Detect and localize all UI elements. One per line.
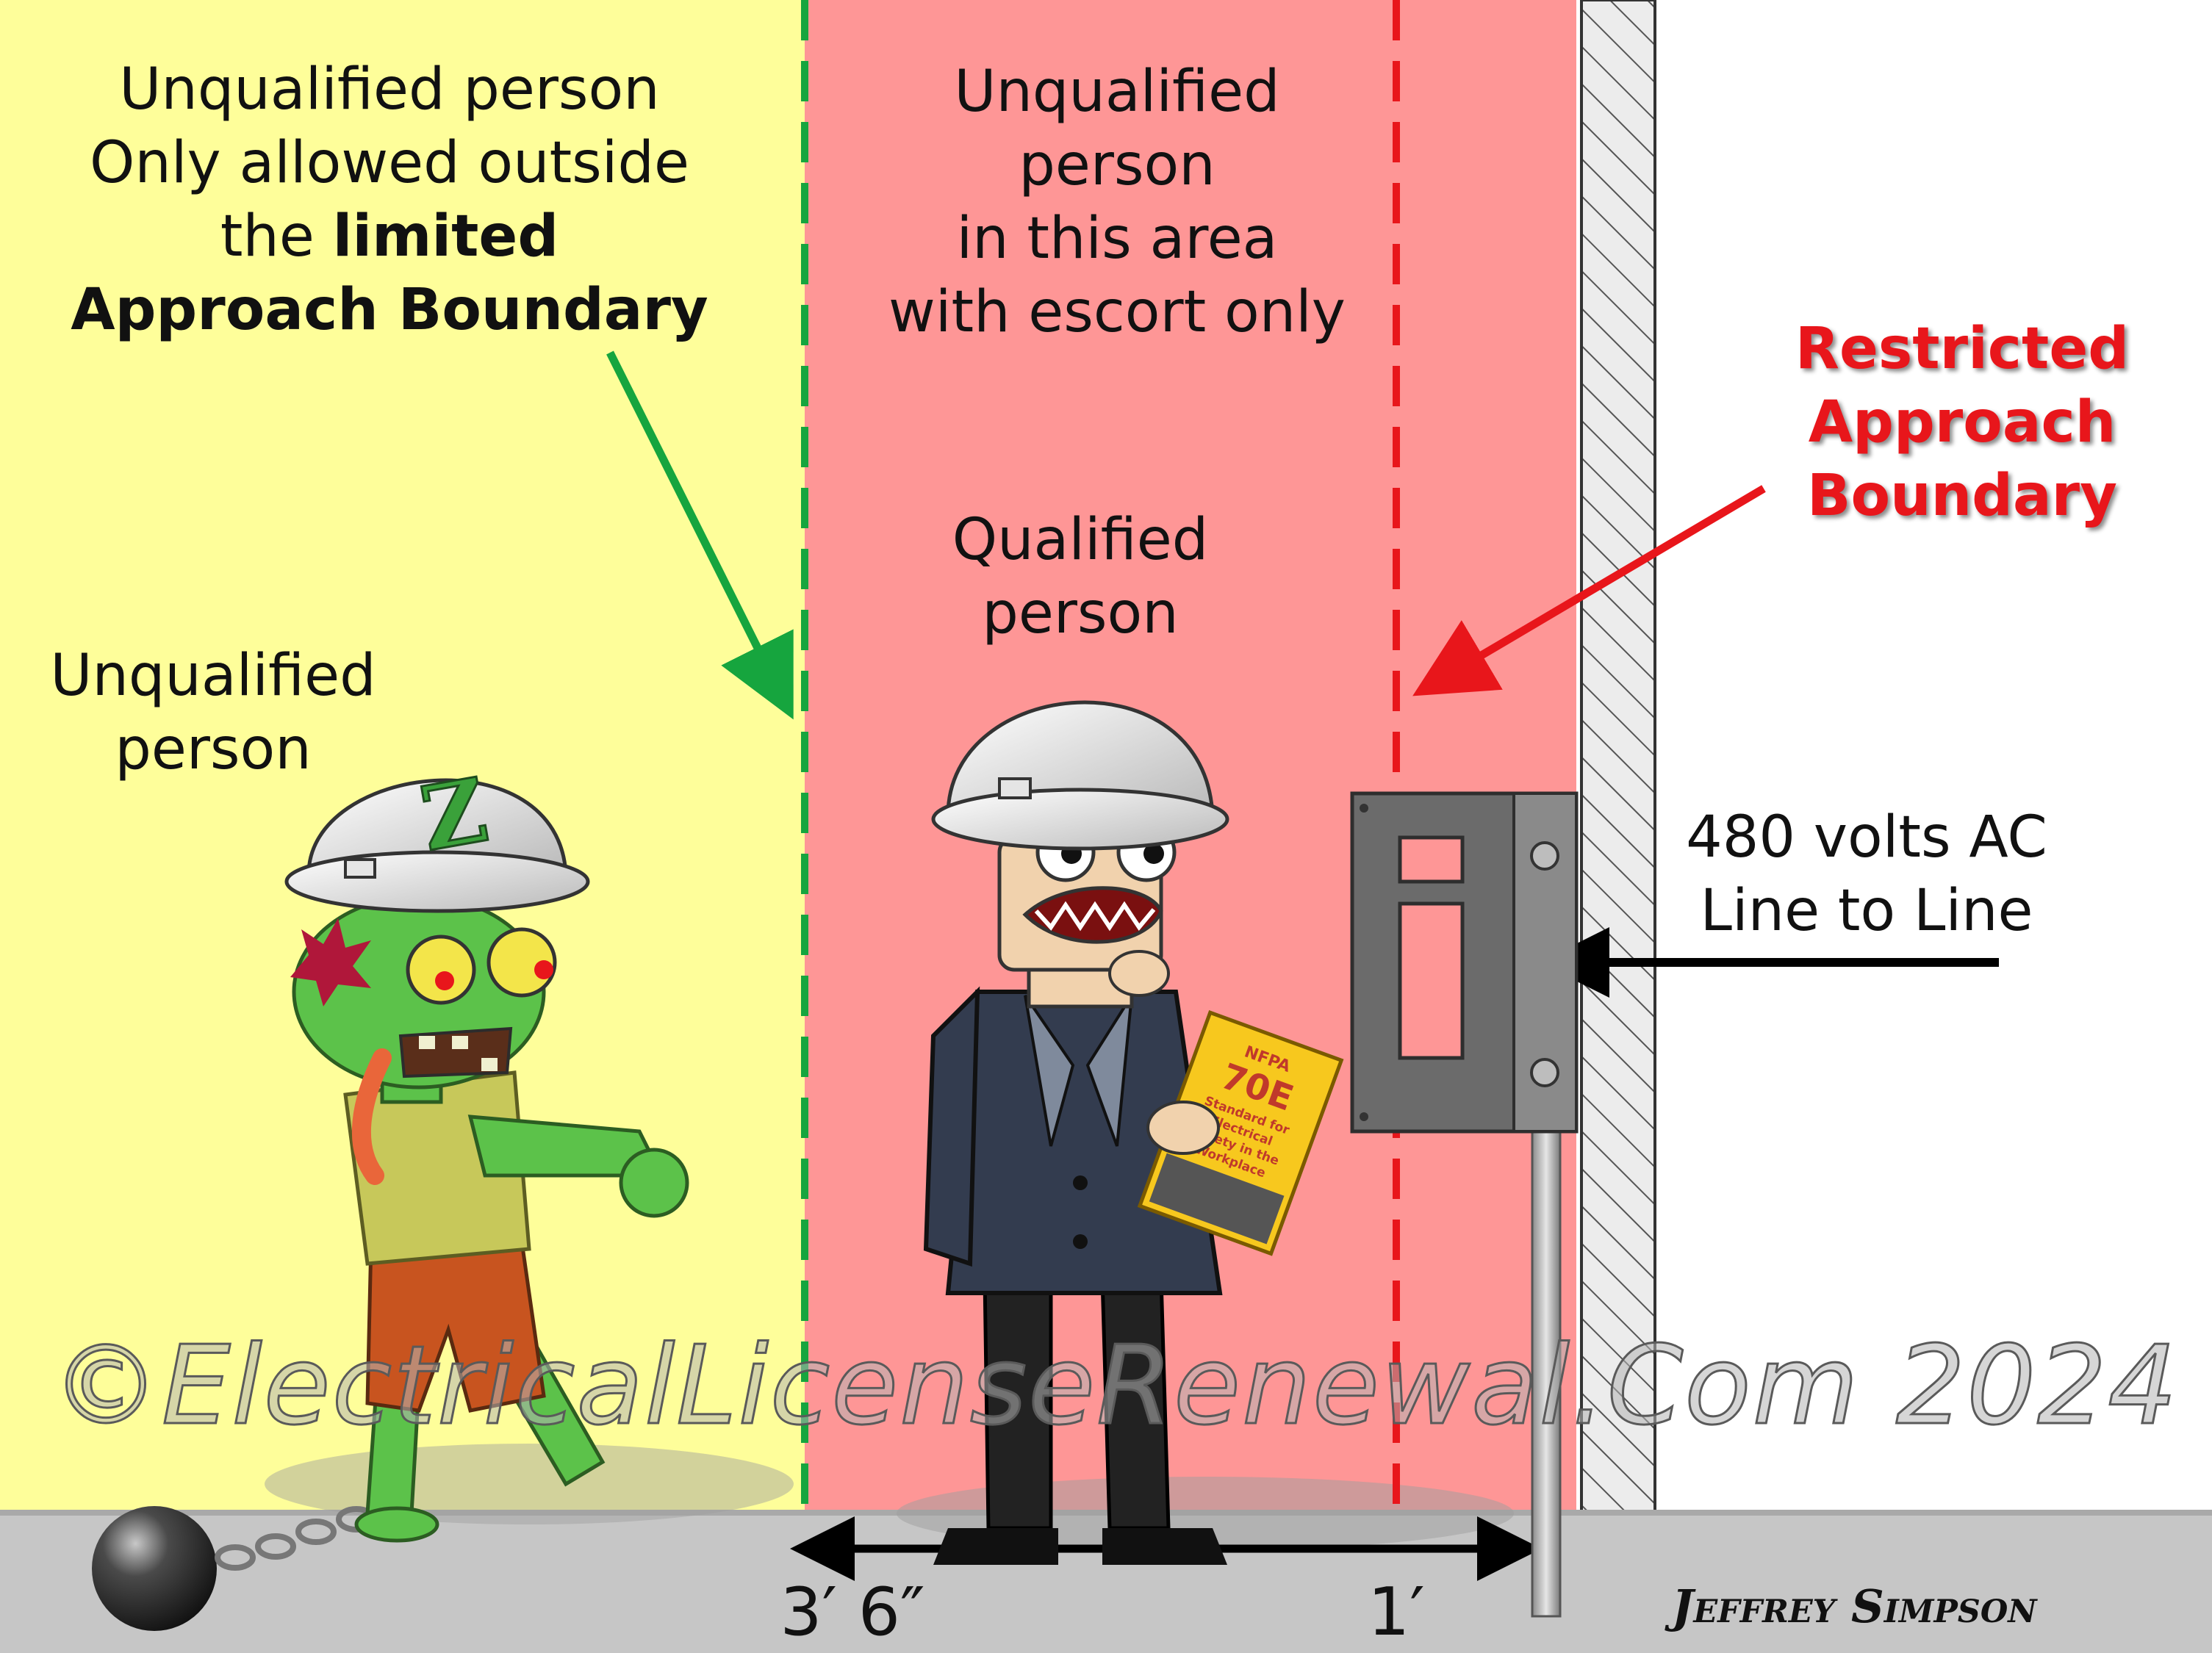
limited-boundary-arrow — [606, 350, 794, 720]
zombie-figure: Z — [284, 757, 689, 1543]
white-zone — [1576, 0, 2212, 1653]
outside-limited-label: Unqualified person Only allowed outside … — [71, 57, 708, 343]
escort-zone-label: Unqualified person in this area with esc… — [888, 59, 1346, 345]
qualified-person-figure — [923, 700, 1229, 1565]
electrical-panel — [1350, 791, 1579, 1134]
qualified-person-label: Qualified person — [952, 507, 1209, 647]
dimension-restricted: 1′ — [1368, 1574, 1425, 1651]
conduit-pipe — [1531, 1123, 1562, 1618]
restricted-boundary-label: Restricted Approach Boundary — [1795, 316, 2130, 529]
ball-and-chain — [92, 1506, 217, 1631]
copyright-watermark: ©ElectricalLicenseRenewal.Com 2024 — [51, 1322, 2179, 1450]
artist-signature: Jeffrey Simpson — [1672, 1580, 2037, 1633]
wall — [1580, 0, 1656, 1653]
dimension-limited: 3′ 6″ — [780, 1574, 925, 1651]
restricted-boundary-arrow — [1412, 485, 1766, 696]
unqualified-person-label: Unqualified person — [50, 643, 376, 782]
voltage-label: 480 volts AC Line to Line — [1686, 804, 2047, 944]
